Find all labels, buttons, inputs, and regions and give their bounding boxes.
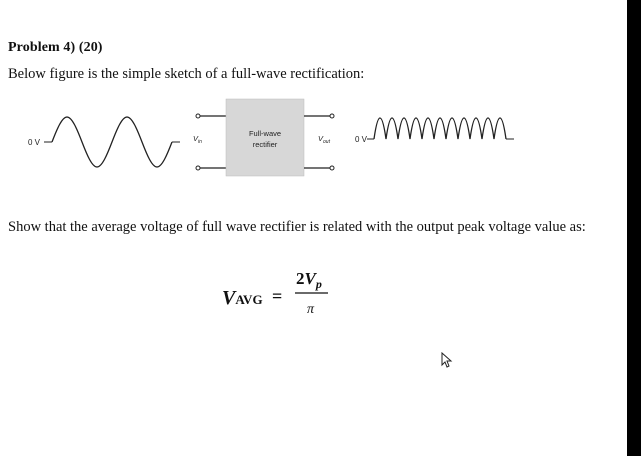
rectifier-figure: 0 V Vin Full-wave rectifier Vout <box>0 90 627 195</box>
rectifier-block <box>225 98 305 177</box>
rectifier-diagram: 0 V Vin Full-wave rectifier Vout <box>28 98 514 177</box>
output-voltage-label: Vout <box>318 134 331 145</box>
input-voltage-label: Vin <box>193 134 202 145</box>
input-terminals <box>195 113 226 171</box>
mouse-pointer-icon <box>440 351 454 373</box>
output-rectified-wave <box>367 117 514 140</box>
output-zero-label: 0 V <box>355 135 368 144</box>
vavg-formula: VAVG = 2Vp π <box>220 262 350 332</box>
formula-lhs: VAVG <box>222 287 263 309</box>
block-label-line2: rectifier <box>253 140 278 149</box>
block-label-line1: Full-wave <box>249 129 281 138</box>
problem-heading: Problem 4) (20) <box>8 40 103 55</box>
document-page: Problem 4) (20) Below figure is the simp… <box>0 0 627 456</box>
input-zero-label: 0 V <box>28 138 41 147</box>
problem-intro: Below figure is the simple sketch of a f… <box>8 66 365 82</box>
output-terminals <box>304 113 335 171</box>
formula-equals: = <box>272 286 282 306</box>
problem-question: Show that the average voltage of full wa… <box>8 219 586 235</box>
formula-numerator: 2Vp <box>296 269 322 291</box>
input-sine-wave <box>44 116 180 168</box>
formula-denominator: π <box>307 302 315 317</box>
